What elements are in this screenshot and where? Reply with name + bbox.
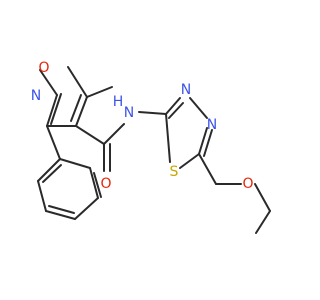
- bond-ph-6-double: [42, 164, 62, 183]
- bond-ph-4-double: [48, 205, 75, 214]
- bond-ph-6: [37, 158, 61, 182]
- bond-n4-c5-double: [203, 129, 213, 157]
- atom-s-thiadiazole: S: [170, 164, 179, 180]
- bond-c4-carbonyl: [75, 125, 105, 145]
- bond-ring-ch2: [198, 153, 217, 185]
- atom-n-isoxazole: N: [31, 88, 41, 104]
- bond-ph-4: [45, 210, 76, 220]
- atom-label-layer: O N O N H N N S O: [31, 60, 254, 192]
- bond-carbonyl-n: [103, 123, 125, 145]
- bond-o-n-isoxazole: [39, 69, 58, 96]
- bond-c2-n3-double: [168, 102, 184, 119]
- bond-c5-s: [179, 153, 200, 169]
- atom-o-ether: O: [242, 176, 253, 192]
- atom-h-amide: H: [113, 94, 124, 110]
- atom-n-thiadiazole-2: N: [207, 117, 217, 133]
- bond-ph-2: [89, 167, 99, 199]
- bond-c4-c5: [75, 96, 88, 127]
- atom-o-isoxazole: O: [38, 60, 49, 76]
- bond-n-c3-double: [50, 93, 62, 125]
- bond-o-ch2: [254, 183, 271, 212]
- bond-isoxazole-phenyl: [46, 125, 61, 160]
- atom-o-carbonyl: O: [100, 176, 111, 192]
- molecule-diagram: O N O N H N N S O: [31, 60, 271, 234]
- bond-ethyl: [255, 210, 271, 234]
- bond-n3-n4: [189, 97, 208, 119]
- bond-n4-c5: [198, 127, 208, 155]
- bond-n-thiadiazole: [138, 111, 167, 115]
- bond-ph-2-double: [93, 172, 102, 198]
- bond-c4-c5-double: [70, 94, 82, 122]
- bond-layer: [37, 66, 271, 234]
- bond-ph-5: [37, 180, 47, 212]
- bond-methyl: [86, 86, 113, 98]
- bond-n-c3: [46, 94, 58, 127]
- atom-n-amide: N: [124, 105, 134, 121]
- bond-c2-n3: [165, 97, 181, 115]
- structure-canvas: O N O N H N N S O: [30, 60, 271, 234]
- bond-s-c2: [165, 113, 171, 163]
- bond-ph-1: [59, 158, 91, 169]
- atom-n-thiadiazole-1: N: [181, 82, 191, 98]
- bond-ph-3: [74, 197, 99, 220]
- bond-c5-o: [67, 66, 88, 98]
